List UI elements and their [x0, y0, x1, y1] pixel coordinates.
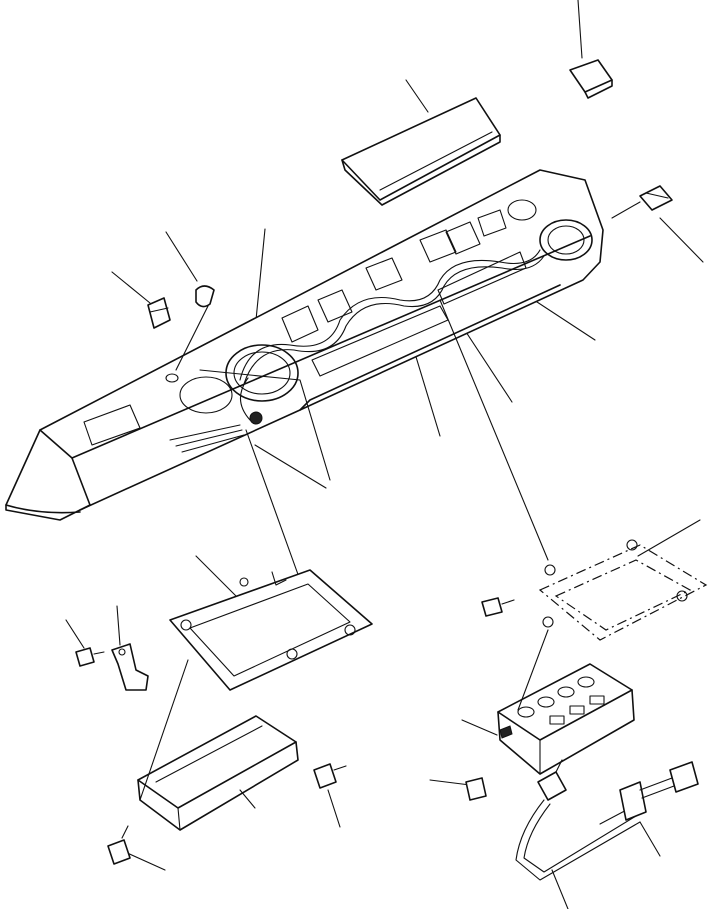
panel-switches — [517, 676, 605, 725]
switch-panel-right — [497, 629, 635, 775]
mounting-plate-right — [538, 539, 708, 641]
harness-lower — [515, 761, 699, 881]
bolt-left — [147, 297, 171, 329]
leader-connector — [639, 821, 661, 857]
screws — [75, 597, 515, 865]
leader-screw-d — [124, 851, 166, 871]
leader-wires — [254, 444, 327, 489]
bolt-right — [611, 185, 673, 219]
leader-knob — [165, 231, 198, 282]
leader-harness-c — [551, 869, 569, 909]
leader-panel-right — [461, 719, 498, 736]
leader-bolt-left — [111, 271, 151, 304]
screw-icon — [313, 763, 347, 789]
bracket — [111, 643, 149, 691]
leader-bracket — [116, 605, 121, 646]
mounting-plate-left — [169, 569, 373, 691]
leader-harness-a — [254, 228, 266, 331]
assembly-line-right — [439, 299, 549, 561]
small-hole — [165, 373, 179, 383]
wire-harness — [169, 249, 545, 453]
leader-plate-left — [195, 555, 241, 601]
gauge-ring-right — [539, 219, 593, 261]
small-cap — [569, 59, 613, 99]
leader-screw-c — [327, 789, 341, 828]
screw-icon — [465, 777, 487, 801]
top-cover-plate — [341, 97, 501, 206]
leader-top-cover — [405, 79, 429, 113]
console-housing — [5, 169, 604, 521]
assembly-line-left — [245, 429, 301, 581]
gauge-panel-left — [137, 659, 299, 831]
leader-bolt-right — [659, 217, 704, 263]
leader-plate-right — [637, 519, 701, 557]
connector — [537, 759, 567, 801]
assembly-line-panel — [139, 659, 189, 801]
leader-screw-a — [65, 619, 85, 649]
switch-openings — [281, 209, 507, 343]
screw-icon — [75, 647, 105, 667]
front-window — [83, 404, 141, 446]
screw-icon — [481, 597, 515, 617]
gauge-hole-a — [179, 376, 233, 414]
leader-lines — [65, 0, 704, 909]
knob — [175, 285, 215, 371]
round-opening — [507, 199, 537, 221]
leader-cap — [577, 0, 583, 59]
leader-screw-b — [429, 779, 471, 786]
screw-icon — [107, 825, 131, 865]
